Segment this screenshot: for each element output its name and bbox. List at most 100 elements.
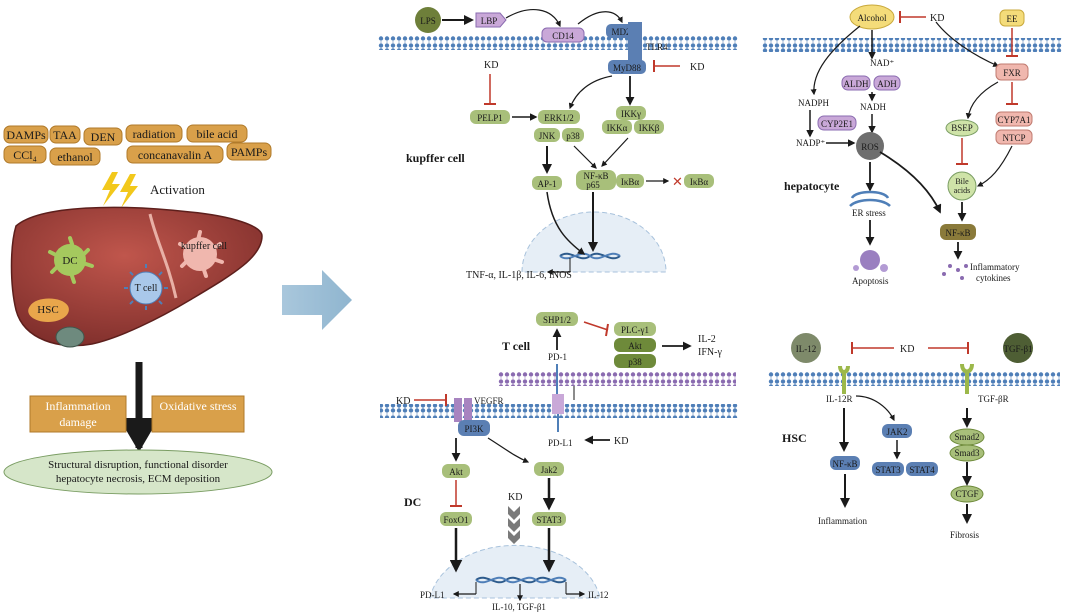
svg-text:MyD88: MyD88 bbox=[613, 63, 642, 73]
svg-text:MD2: MD2 bbox=[611, 27, 630, 37]
svg-text:IL-12: IL-12 bbox=[796, 344, 817, 354]
svg-text:T cell: T cell bbox=[135, 283, 158, 294]
hepatocyte-panel: Alcohol KD EE NAD⁺ ALDH ADH NADH NADPH C… bbox=[762, 4, 1062, 286]
lps-node: LPS bbox=[415, 7, 441, 33]
trigger-radiation: radiation bbox=[125, 124, 183, 143]
svg-text:ADH: ADH bbox=[877, 79, 897, 89]
svg-text:Akt: Akt bbox=[628, 341, 642, 351]
nadph-label: NADPH bbox=[798, 98, 830, 108]
svg-text:CTGF: CTGF bbox=[955, 489, 978, 499]
kd-chevron-icon bbox=[508, 506, 520, 544]
kupffer-membrane bbox=[378, 36, 738, 50]
tcell-title: T cell bbox=[502, 339, 531, 353]
tgfbr-receptor bbox=[960, 363, 974, 394]
box-inflammation: Inflammation damage bbox=[29, 395, 127, 433]
il12-node: IL-12 bbox=[791, 333, 821, 363]
kd-label-dc: KD bbox=[508, 492, 522, 503]
fibrosis-label: Fibrosis bbox=[950, 530, 980, 540]
kd-label-pdl1: KD bbox=[614, 436, 628, 447]
svg-text:CCl₄: CCl₄ bbox=[13, 148, 37, 162]
kd-label-vegfr: KD bbox=[396, 396, 410, 407]
tgfb1-node: TGF-β1 bbox=[1003, 333, 1033, 363]
kd-label-hsc: KD bbox=[900, 344, 914, 355]
svg-text:NF-κB: NF-κB bbox=[945, 228, 970, 238]
ap1-node: AP-1 bbox=[532, 176, 562, 190]
adh-node: ADH bbox=[873, 75, 901, 91]
tcell-dc-panel: T cell SHP1/2 PD-1 PLC-γ1 Akt p38 IL-2 I… bbox=[380, 312, 738, 612]
nfkb-complex-k: NF-κB p65 IκBα bbox=[576, 170, 644, 190]
svg-text:FXR: FXR bbox=[1003, 68, 1021, 78]
stat3-node-hsc: STAT3 bbox=[872, 462, 904, 476]
svg-text:Akt: Akt bbox=[449, 467, 463, 477]
stat4-node-hsc: STAT4 bbox=[906, 462, 938, 476]
activation-label: Activation bbox=[150, 182, 205, 197]
svg-text:TLR4: TLR4 bbox=[646, 42, 668, 52]
kd-label-hepatocyte: KD bbox=[930, 13, 944, 24]
pdl1-label: PD-L1 bbox=[548, 438, 573, 448]
jnk-node: JNK bbox=[534, 128, 560, 142]
nfkb-node-hsc: NF-κB bbox=[830, 456, 860, 470]
svg-text:ethanol: ethanol bbox=[57, 150, 93, 164]
svg-text:Smad3: Smad3 bbox=[954, 448, 980, 458]
down-arrow-head bbox=[119, 418, 159, 452]
svg-text:IκBα: IκBα bbox=[621, 177, 640, 187]
svg-text:ALDH: ALDH bbox=[844, 79, 869, 89]
trigger-badges: DAMPs TAA DEN radiation bile acid CCl₄ e… bbox=[3, 124, 272, 166]
cyp2e1-node: CYP2E1 bbox=[817, 115, 857, 131]
svg-text:STAT4: STAT4 bbox=[909, 465, 935, 475]
t-cell-icon: T cell bbox=[124, 264, 168, 310]
ikba-free: IκBα bbox=[684, 174, 714, 188]
out-pdl1: PD-L1 bbox=[420, 590, 445, 600]
jak2-node-dc: Jak2 bbox=[534, 462, 564, 476]
svg-text:LPS: LPS bbox=[420, 16, 436, 26]
degradation-x-icon: ✕ bbox=[672, 174, 683, 189]
svg-text:HSC: HSC bbox=[37, 304, 58, 316]
hsc-cell-icon: HSC bbox=[28, 298, 69, 322]
svg-text:LBP: LBP bbox=[481, 16, 498, 26]
hsc-membrane bbox=[768, 372, 1060, 386]
hsc-title: HSC bbox=[782, 431, 807, 445]
foxo1-node: FoxO1 bbox=[440, 512, 472, 526]
infl-label-2: cytokines bbox=[976, 273, 1011, 283]
shp-node: SHP1/2 bbox=[536, 312, 578, 326]
er-stress-icon: ER stress bbox=[849, 190, 891, 218]
tgfbr-label: TGF-βR bbox=[978, 394, 1009, 404]
ctgf-node: CTGF bbox=[950, 485, 984, 503]
jak2-node-hsc: JAK2 bbox=[882, 424, 912, 438]
svg-text:NF-κB: NF-κB bbox=[583, 171, 608, 181]
kupffer-cell-icon: kupffer cell bbox=[178, 230, 227, 278]
svg-text:PELP1: PELP1 bbox=[477, 113, 503, 123]
ikk-complex: IKKγ IKKα IKKβ bbox=[602, 106, 664, 134]
svg-text:STAT3: STAT3 bbox=[536, 515, 562, 525]
svg-text:BSEP: BSEP bbox=[951, 123, 973, 133]
apoptosis-icon bbox=[853, 250, 888, 272]
svg-text:bile acid: bile acid bbox=[197, 127, 238, 141]
kupffer-title: kupffer cell bbox=[406, 151, 465, 165]
dc-title: DC bbox=[404, 495, 421, 509]
svg-text:PAMPs: PAMPs bbox=[231, 145, 268, 159]
nadh-label: NADH bbox=[860, 102, 886, 112]
erk-node: ERK1/2 bbox=[538, 110, 580, 124]
svg-text:JNK: JNK bbox=[539, 131, 556, 141]
nucleus-dc bbox=[429, 544, 601, 599]
svg-text:ER stress: ER stress bbox=[852, 208, 886, 218]
svg-text:JAK2: JAK2 bbox=[886, 427, 907, 437]
kd-label-myd88: KD bbox=[690, 62, 704, 73]
il12r-receptor bbox=[838, 365, 850, 394]
pelp1-node: PELP1 bbox=[470, 110, 510, 124]
svg-text:ROS: ROS bbox=[861, 142, 879, 152]
ee-node: EE bbox=[999, 9, 1025, 27]
kupffer-panel: LPS LBP CD14 MD2 TLR4 MyD88 KD KD PELP1 … bbox=[378, 7, 738, 281]
svg-text:radiation: radiation bbox=[133, 127, 176, 141]
lightning-icon bbox=[102, 172, 138, 208]
svg-text:CYP7A1: CYP7A1 bbox=[997, 115, 1030, 125]
apoptosis-label: Apoptosis bbox=[852, 276, 889, 286]
cd14-node: CD14 bbox=[541, 27, 585, 43]
svg-text:IκBα: IκBα bbox=[690, 177, 709, 187]
dc-cell-icon: DC bbox=[48, 236, 94, 284]
svg-text:STAT3: STAT3 bbox=[875, 465, 901, 475]
svg-text:p65: p65 bbox=[586, 180, 600, 190]
svg-text:concanavalin A: concanavalin A bbox=[138, 148, 213, 162]
trigger-den: DEN bbox=[83, 127, 123, 146]
